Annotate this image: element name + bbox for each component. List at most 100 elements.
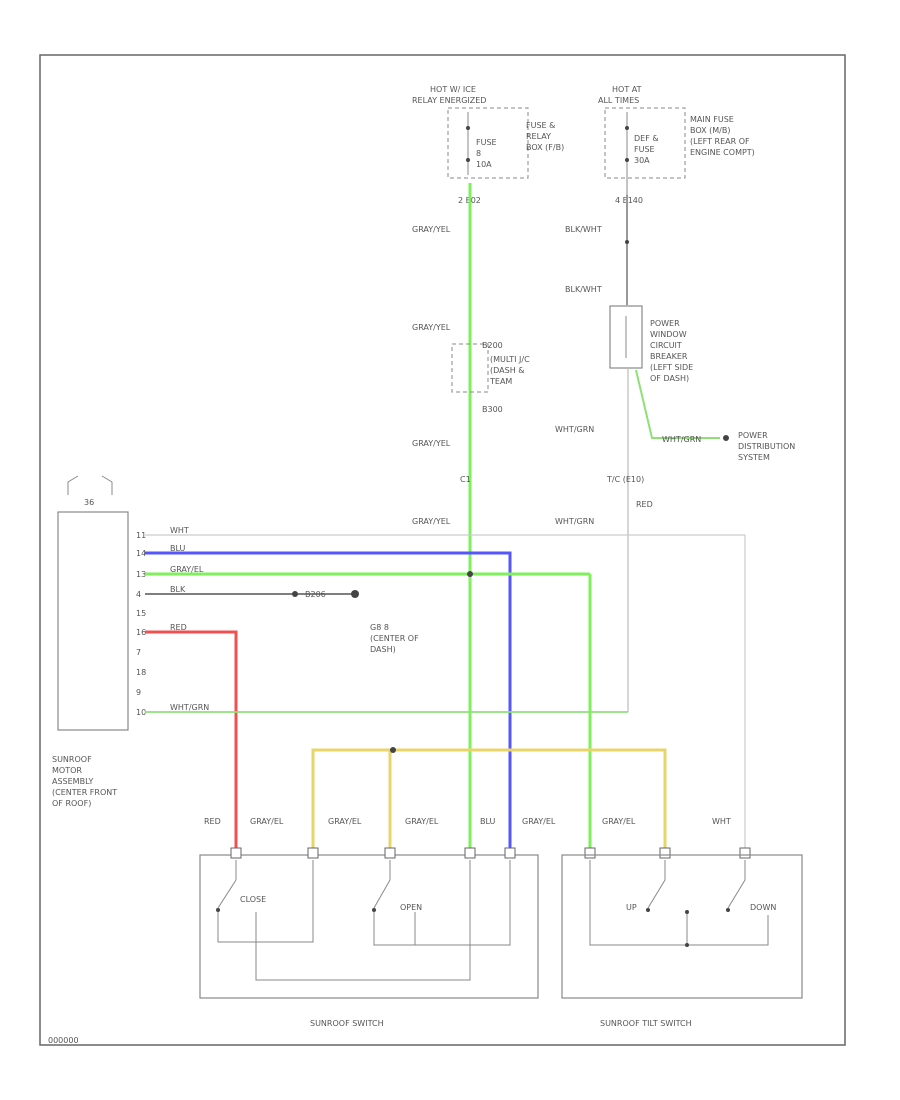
right-fuse-loc-4: ENGINE COMPT)	[690, 148, 755, 157]
bottom-wire-label: GRAY/EL	[522, 817, 556, 826]
breaker-line-4: BREAKER	[650, 352, 688, 361]
junction-bottom: B300	[482, 405, 503, 414]
right-fuse-box	[604, 107, 686, 179]
motor-caption-5: OF ROOF)	[52, 799, 91, 808]
tilt-return-loop	[589, 860, 769, 946]
junction-line-2: (DASH &	[490, 366, 525, 375]
gray-yel-label-3: GRAY/YEL	[412, 439, 451, 448]
ground-symbol	[351, 590, 359, 598]
left-fuse-line-3: 10A	[476, 160, 492, 169]
right-fuse-line-2: FUSE	[634, 145, 655, 154]
tilt-switch-caption: SUNROOF TILT SWITCH	[600, 1019, 692, 1028]
bottom-wire-label: GRAY/EL	[250, 817, 284, 826]
sunroof-switch-box	[199, 854, 539, 999]
right-fuse-line-1: DEF &	[634, 134, 659, 143]
motor-pin-wire-color: WHT	[170, 526, 189, 535]
motor-pin-wire-color: BLU	[170, 544, 186, 553]
left-fuse-dot-1	[466, 126, 470, 130]
diagram-frame	[39, 54, 846, 1046]
down-label: DOWN	[750, 903, 776, 912]
up-switch-contact	[646, 908, 650, 912]
red-label-top: RED	[636, 500, 653, 509]
motor-pin-number: 16	[136, 628, 146, 637]
close-return-loop	[255, 860, 471, 981]
red-wire	[145, 630, 238, 852]
junction-top: B200	[482, 341, 503, 350]
wht-grn-label-dist: WHT/GRN	[662, 435, 701, 444]
right-hot-sub: ALL TIMES	[598, 96, 639, 105]
open-switch-loop	[373, 860, 511, 946]
blk-splice	[292, 591, 298, 597]
motor-pin-number: 18	[136, 668, 146, 677]
bottom-wire-label: RED	[204, 817, 221, 826]
power-dist-line-3: SYSTEM	[738, 453, 770, 462]
open-switch-contact	[372, 908, 376, 912]
left-fuse-box	[447, 107, 529, 179]
right-fuse-line-3: 30A	[634, 156, 650, 165]
blk-wht-label-2: BLK/WHT	[565, 285, 602, 294]
footer-code: 000000	[48, 1036, 79, 1045]
motor-pins: 11WHT14BLU13GRAY/EL4BLK1516RED718910WHT/…	[136, 526, 209, 717]
power-distribution-arrow	[723, 435, 729, 441]
motor-pin-wire-color: WHT/GRN	[170, 703, 209, 712]
breaker-line-5: (LEFT SIDE	[650, 363, 693, 372]
bottom-wire-label: WHT	[712, 817, 731, 826]
right-fuse-loc-3: (LEFT REAR OF	[690, 137, 750, 146]
motor-pin-wire-color: BLK	[170, 585, 186, 594]
junction-box	[451, 343, 489, 393]
switch-terminal	[230, 847, 242, 859]
bottom-wire-label: GRAY/EL	[602, 817, 636, 826]
motor-box	[57, 511, 129, 731]
left-fuse-line-1: FUSE	[476, 138, 497, 147]
gray-yel-label-2: GRAY/YEL	[412, 323, 451, 332]
gray-yel-label-4: GRAY/YEL	[412, 517, 451, 526]
motor-pin-wire-color: GRAY/EL	[170, 565, 204, 574]
left-fuse-line-2: 8	[476, 149, 481, 158]
ground-line-3: DASH)	[370, 645, 396, 654]
breaker-line-3: CIRCUIT	[650, 341, 682, 350]
right-fuse-dot-1	[625, 126, 629, 130]
tilt-bottom-dot	[685, 943, 689, 947]
close-switch-loop	[217, 860, 314, 943]
breaker-line-1: POWER	[650, 319, 680, 328]
switch-terminal	[384, 847, 396, 859]
power-distribution-wire	[635, 369, 720, 439]
left-hot-sub: RELAY ENERGIZED	[412, 96, 486, 105]
switch-terminal	[584, 847, 596, 859]
motor-caption-1: SUNROOF	[52, 755, 92, 764]
blk-wht-splice	[625, 240, 629, 244]
close-switch-blade	[217, 879, 237, 909]
switch-terminals	[230, 847, 751, 859]
left-hot-label: HOT W/ ICE	[430, 85, 476, 94]
power-dist-line-1: POWER	[738, 431, 768, 440]
open-switch-blade	[373, 879, 391, 909]
circuit-breaker-box	[609, 305, 643, 369]
tilt-switch-box	[561, 854, 803, 999]
bottom-wire-label: BLU	[480, 817, 496, 826]
bottom-wire-label: GRAY/EL	[328, 817, 362, 826]
up-label: UP	[626, 903, 637, 912]
ground-connector: B206	[305, 590, 326, 599]
right-fuse-connector: 4 E140	[615, 196, 643, 205]
blk-wht-label-1: BLK/WHT	[565, 225, 602, 234]
motor-connector-right	[101, 475, 113, 495]
left-fuse-loc-1: FUSE &	[526, 121, 555, 130]
wht-grn-label-1: WHT/GRN	[555, 425, 594, 434]
motor-caption-2: MOTOR	[52, 766, 82, 775]
bottom-wire-label: GRAY/EL	[405, 817, 439, 826]
motor-connector-num: 36	[84, 498, 94, 507]
gray-yel-label-1: GRAY/YEL	[412, 225, 451, 234]
junction-line-1: (MULTI J/C	[490, 355, 530, 364]
close-switch-contact	[216, 908, 220, 912]
breaker-line-2: WINDOW	[650, 330, 687, 339]
c1-label: C1	[460, 475, 471, 484]
blu-wire	[145, 551, 512, 852]
open-label: OPEN	[400, 903, 422, 912]
left-fuse-loc-3: BOX (F/B)	[526, 143, 564, 152]
wht-grn-label-2: WHT/GRN	[555, 517, 594, 526]
motor-pin-number: 10	[136, 708, 146, 717]
close-label: CLOSE	[240, 895, 266, 904]
motor-pin-number: 15	[136, 609, 146, 618]
motor-pin-number: 9	[136, 688, 141, 697]
switch-terminal	[659, 847, 671, 859]
